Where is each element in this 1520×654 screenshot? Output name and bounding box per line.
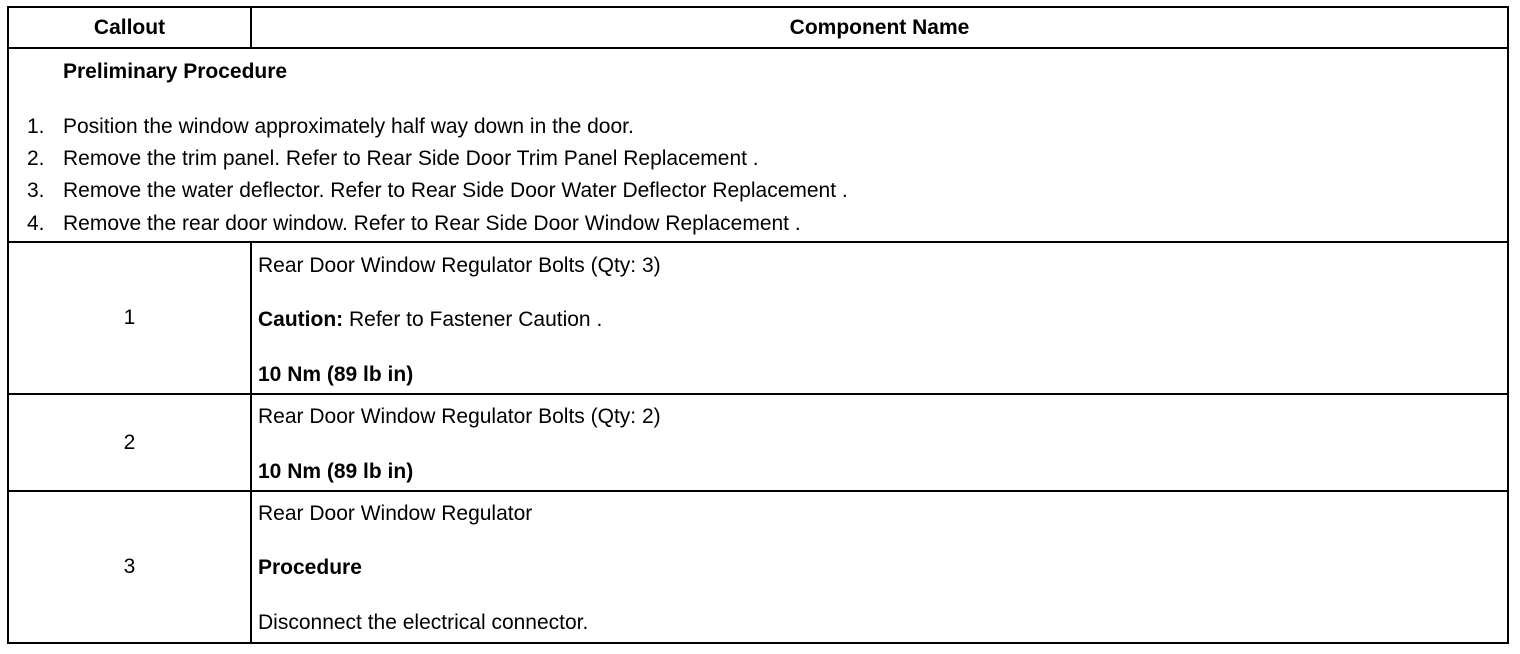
callout-number: 3 xyxy=(7,490,252,644)
step-number: 2. xyxy=(27,147,45,170)
caution-label: Caution: xyxy=(258,308,344,331)
step-item: 2. Remove the trim panel. Refer to Rear S… xyxy=(27,147,759,171)
table-row: 3 Rear Door Window Regulator Procedure D… xyxy=(7,490,1509,644)
caution-line: Caution: Refer to Fastener Caution . xyxy=(258,308,602,332)
step-number: 1. xyxy=(27,115,45,138)
step-text: Remove the water deflector. Refer to Rea… xyxy=(63,179,848,202)
caution-text: Refer to Fastener Caution . xyxy=(343,308,603,331)
table-row: 1 Rear Door Window Regulator Bolts (Qty:… xyxy=(7,241,1509,395)
step-number: 3. xyxy=(27,179,45,202)
component-name-cell: Rear Door Window Regulator Bolts (Qty: 3… xyxy=(250,241,1509,395)
component-name: Rear Door Window Regulator Bolts (Qty: 2… xyxy=(258,405,661,428)
header-component-name: Component Name xyxy=(250,6,1509,49)
preliminary-procedure-cell: Preliminary Procedure 1. Position the win… xyxy=(7,47,1509,243)
step-text: Remove the trim panel. Refer to Rear Sid… xyxy=(63,147,759,170)
header-callout: Callout xyxy=(7,6,252,49)
procedure-text: Disconnect the electrical connector. xyxy=(258,611,589,634)
step-item: 4. Remove the rear door window. Refer to … xyxy=(27,212,801,236)
component-name: Rear Door Window Regulator Bolts (Qty: 3… xyxy=(258,254,661,277)
step-item: 1. Position the window approximately half… xyxy=(27,115,634,139)
preliminary-row: Preliminary Procedure 1. Position the win… xyxy=(7,47,1509,243)
callout-number: 2 xyxy=(7,393,252,492)
callout-number: 1 xyxy=(7,241,252,395)
step-item: 3. Remove the water deflector. Refer to R… xyxy=(27,179,848,203)
torque-spec: 10 Nm (89 lb in) xyxy=(258,363,414,386)
callout-table: Callout Component Name Preliminary Proce… xyxy=(7,6,1509,644)
step-number: 4. xyxy=(27,212,45,235)
step-text: Position the window approximately half w… xyxy=(63,115,634,138)
preliminary-procedure-title: Preliminary Procedure xyxy=(63,60,288,83)
table-row: 2 Rear Door Window Regulator Bolts (Qty:… xyxy=(7,393,1509,492)
procedure-label: Procedure xyxy=(258,556,362,579)
torque-spec: 10 Nm (89 lb in) xyxy=(258,460,414,483)
component-name-cell: Rear Door Window Regulator Bolts (Qty: 2… xyxy=(250,393,1509,492)
component-name: Rear Door Window Regulator xyxy=(258,502,533,525)
step-text: Remove the rear door window. Refer to Re… xyxy=(63,212,801,235)
component-name-cell: Rear Door Window Regulator Procedure Dis… xyxy=(250,490,1509,644)
header-row: Callout Component Name xyxy=(7,6,1509,49)
